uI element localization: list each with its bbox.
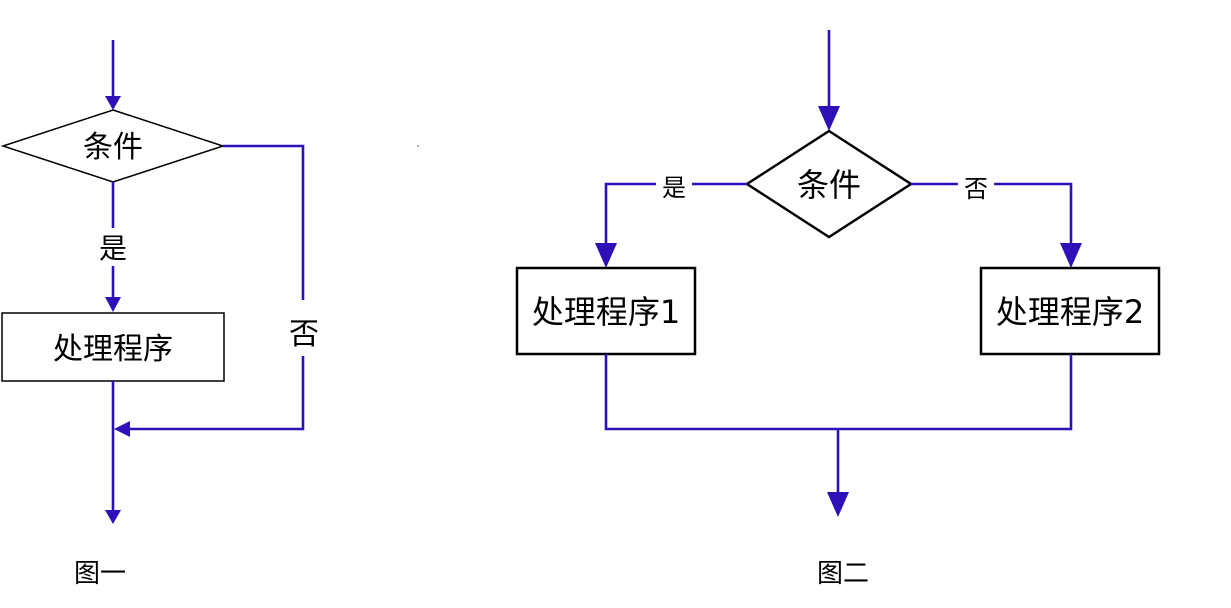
fig1-entry-arrowhead <box>105 96 121 110</box>
fig1-condition-label: 条件 <box>83 130 143 165</box>
figure-1: 条件 是 处理程序 否 图一 <box>0 40 319 589</box>
fig2-process2-box <box>979 266 1161 356</box>
fig1-yes-label: 是 <box>99 232 127 265</box>
fig2-entry-arrowhead <box>818 106 840 131</box>
fig1-no-line-bottom <box>128 356 305 431</box>
fig2-no-arrowhead <box>1060 243 1082 268</box>
figure-2: 条件 是 否 处理程序1 处理程序2 图二 <box>515 30 1161 589</box>
fig2-condition-label: 条件 <box>797 166 861 204</box>
fig1-yes-arrowhead <box>105 297 121 312</box>
fig1-exit-arrowhead <box>105 510 121 524</box>
fig2-merge-line <box>604 354 1073 431</box>
fig1-process-box <box>1 312 225 382</box>
fig2-no-label: 否 <box>964 175 988 203</box>
fig2-yes-line <box>604 182 747 256</box>
fig2-process1-label: 处理程序1 <box>532 293 680 331</box>
fig2-exit-arrowhead <box>827 492 849 517</box>
fig2-condition-diamond <box>744 129 914 239</box>
fig2-no-label-bg <box>958 172 994 198</box>
fig1-merge-arrowhead <box>114 421 130 437</box>
fig2-caption: 图二 <box>817 559 869 589</box>
fig1-no-label: 否 <box>289 317 319 352</box>
fig2-yes-label-bg <box>656 172 692 198</box>
fig2-process2-label: 处理程序2 <box>996 293 1144 331</box>
fig2-yes-label: 是 <box>662 174 686 202</box>
fig1-caption: 图一 <box>74 559 126 589</box>
fig2-process1-box <box>515 266 697 356</box>
fig1-process-label: 处理程序 <box>53 332 173 367</box>
fig1-no-line-top <box>223 144 305 300</box>
fig2-yes-arrowhead <box>595 243 617 268</box>
stray-dot <box>417 145 419 147</box>
